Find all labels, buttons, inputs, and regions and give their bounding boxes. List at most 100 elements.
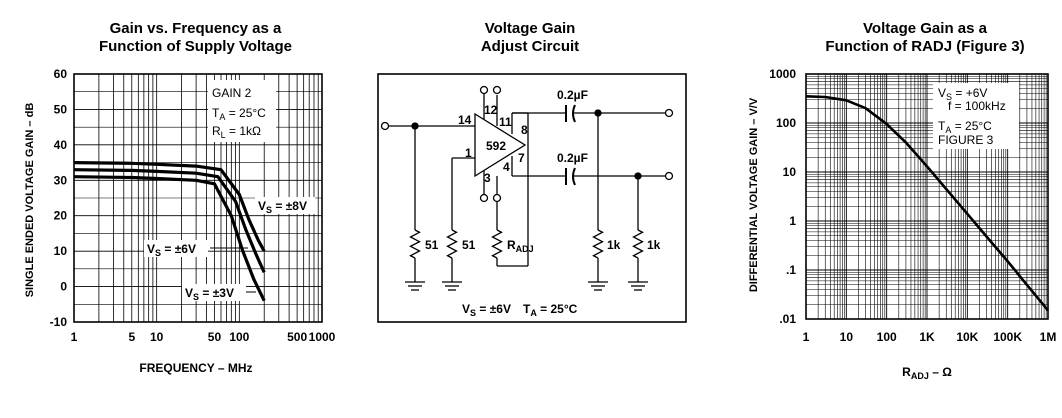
chart3-series-line <box>805 95 1050 312</box>
chart1-grid <box>74 74 322 322</box>
chart1-series-label-6v: VS = ±6V <box>147 242 196 258</box>
chart1-ylabel: SINGLE ENDED VOLTAGE GAIN – dB <box>24 103 36 298</box>
cap2-label: 0.2µF <box>557 151 588 165</box>
chart3-ytick-label: .1 <box>786 263 796 277</box>
resistor-radj <box>491 229 503 259</box>
chart3-frame <box>805 73 1049 320</box>
chart1-label-bg-3v <box>182 284 246 301</box>
chart1-cond-gain: GAIN 2 <box>212 86 252 100</box>
pin-label-1: 1 <box>465 146 472 160</box>
pin-label-8: 8 <box>521 123 528 137</box>
chart1-xtick-label: 1000 <box>309 330 336 344</box>
output1-terminal <box>664 108 674 118</box>
chart3-ytick-label: 100 <box>776 116 796 130</box>
chart1-series-line-0 <box>73 161 266 252</box>
chart1-cond-rl: RL = 1kΩ <box>212 124 261 140</box>
chart1-xtick-label: 1 <box>71 330 78 344</box>
chart3-title: Voltage Gain as a Function of RADJ (Figu… <box>790 20 1060 56</box>
chart3-ticklabels: 1 10 100 1K 10K 100K 1M 1000 100 10 1 .1 .01 <box>769 67 1056 344</box>
chart3-ytick-label: 10 <box>783 165 797 179</box>
chart3-curves <box>805 95 1050 312</box>
pin12-terminal <box>479 85 489 95</box>
chart1-xtick-label: 100 <box>229 330 249 344</box>
chart3-ytick-label: .01 <box>779 312 796 326</box>
radj-label: RADJ <box>507 238 534 254</box>
chart1-label-bg-8v <box>255 197 315 214</box>
chart1-xtick-label: 10 <box>150 330 164 344</box>
pin-label-3: 3 <box>484 171 491 185</box>
resistor-r51a <box>409 229 421 259</box>
chart1-ytick-label: -10 <box>50 315 68 329</box>
pin4-terminal <box>492 193 502 203</box>
grounds <box>405 258 648 291</box>
chart1-conditions-box <box>208 80 276 142</box>
pin-label-7: 7 <box>518 151 525 165</box>
chart1-ytick-label: 30 <box>54 173 68 187</box>
chart3-title-line2: Function of RADJ (Figure 3) <box>825 38 1025 55</box>
chart1-ytick-label: 20 <box>54 209 68 223</box>
chart3-ytick-label: 1 <box>789 214 796 228</box>
chart1-series-line-1 <box>73 168 266 274</box>
pin-label-12: 12 <box>484 103 498 117</box>
chart1-label-bg-6v <box>144 240 208 257</box>
chart1-ytick-label: 60 <box>54 67 68 81</box>
circuit-title: Voltage Gain Adjust Circuit <box>420 20 640 56</box>
pin11-terminal <box>492 85 502 95</box>
chip-label: 592 <box>486 139 506 153</box>
circuit-title-line2: Adjust Circuit <box>480 38 580 55</box>
chart1-frame <box>73 73 323 323</box>
chart3-cond-f: f = 100kHz <box>948 99 1006 113</box>
chart1-ytick-label: 10 <box>54 244 68 258</box>
pin-label-14: 14 <box>458 113 472 127</box>
circuit-labels: 14 12 11 8 1 3 4 7 592 0.2µF 0.2µF 51 51… <box>425 88 661 318</box>
chart3-xlabel: RADJ – Ω <box>902 365 952 381</box>
circuit-title-line1: Voltage Gain <box>484 20 576 37</box>
chart1-ytick-label: 50 <box>54 102 68 116</box>
chart3-ytick-label: 1000 <box>769 67 796 81</box>
chart3: 1 10 100 1K 10K 100K 1M 1000 100 10 1 .1 .01 VS = +6… <box>748 67 1056 381</box>
circuit-frame <box>377 73 687 323</box>
chart1-xtick-label: 5 <box>128 330 135 344</box>
chart3-title-line1: Voltage Gain as a <box>863 20 987 37</box>
pin-label-11: 11 <box>499 115 512 129</box>
chart3-xtick-label: 100 <box>877 330 897 344</box>
r51b-label: 51 <box>462 238 476 252</box>
resistor-r51b <box>446 229 458 259</box>
cap2-plate-b <box>572 167 576 186</box>
amplifier-592 <box>474 112 527 178</box>
r1ka-label: 1k <box>607 238 621 252</box>
chart3-conditions-box <box>933 83 1019 149</box>
cap1-plate-b <box>572 104 576 123</box>
pin-label-4: 4 <box>503 160 510 174</box>
chart3-xtick-label: 10K <box>956 330 978 344</box>
chart1-cond-ta: TA = 25°C <box>212 106 266 122</box>
chart3-cond-vs: VS = +6V <box>938 86 987 102</box>
resistors <box>409 229 644 259</box>
chart1-title: Gain vs. Frequency as a Function of Supp… <box>58 20 333 56</box>
r51a-label: 51 <box>425 238 439 252</box>
chart1-ytick-label: 40 <box>54 138 68 152</box>
gain-adjust-circuit <box>377 73 687 323</box>
input-terminal <box>380 121 390 131</box>
chart1-series-line-2 <box>73 175 266 302</box>
chart3-xtick-label: 100K <box>993 330 1022 344</box>
chart1-title-line2: Function of Supply Voltage <box>98 38 293 55</box>
chart3-xtick-label: 1M <box>1040 330 1057 344</box>
chart3-ylabel: DIFFERENTIAL VOLTAGE GAIN – V/V <box>748 97 760 292</box>
resistor-r1kb <box>632 229 644 259</box>
cap1-label: 0.2µF <box>557 88 588 102</box>
chart3-xtick-label: 1 <box>803 330 810 344</box>
output2-terminal <box>664 171 674 181</box>
chart3-xtick-label: 1K <box>919 330 935 344</box>
resistor-r1ka <box>592 229 604 259</box>
chart1-xtick-label: 500 <box>287 330 307 344</box>
chart1-curves <box>73 161 266 302</box>
pin3-terminal <box>479 193 489 203</box>
chart3-xtick-label: 10 <box>840 330 854 344</box>
chart3-cond-ta: TA = 25°C <box>938 119 992 135</box>
chart1-xtick-label: 50 <box>208 330 222 344</box>
